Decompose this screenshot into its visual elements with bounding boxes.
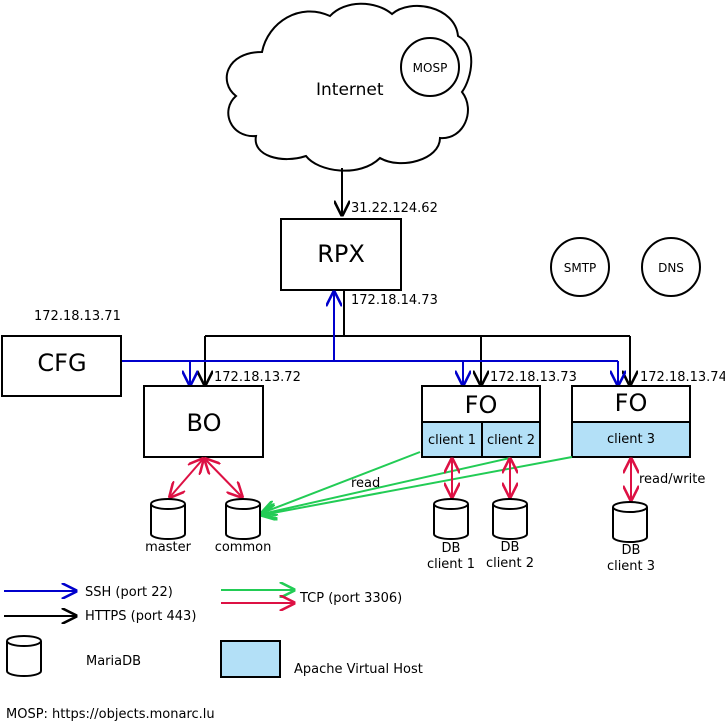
fo1-box bbox=[421, 385, 541, 423]
fo2-box bbox=[571, 385, 691, 423]
rpx-label: RPX bbox=[317, 240, 365, 268]
dns-label: DNS bbox=[658, 261, 684, 275]
db-client1-label-1: DB bbox=[442, 541, 461, 556]
bo-label: BO bbox=[187, 409, 222, 437]
internet-ip: 31.22.124.62 bbox=[351, 201, 438, 216]
client1-read-common bbox=[262, 451, 421, 513]
https-bus bbox=[205, 290, 630, 337]
fo2-vhost-client3-label: client 3 bbox=[607, 432, 655, 447]
db-client1 bbox=[433, 498, 469, 540]
smtp-node bbox=[550, 237, 610, 297]
client2-read-common bbox=[262, 457, 511, 514]
footer-mosp-url: MOSP: https://objects.monarc.lu bbox=[6, 707, 215, 722]
fo1-vhost-client2-label: client 2 bbox=[487, 433, 535, 448]
fo2-vhost-client3 bbox=[571, 421, 691, 458]
db-client2-label-2: client 2 bbox=[486, 556, 534, 571]
db-common-label: common bbox=[215, 540, 272, 555]
fo1-vhost-client2 bbox=[481, 421, 541, 458]
bo-box bbox=[143, 385, 264, 458]
bo-master-link bbox=[170, 459, 203, 497]
db-common bbox=[225, 498, 261, 540]
readwrite-label: read/write bbox=[639, 472, 705, 487]
db-client3-label-2: client 3 bbox=[607, 559, 655, 574]
db-master-label: master bbox=[145, 540, 191, 555]
rpx-box bbox=[280, 218, 402, 291]
legend-mariadb-icon bbox=[6, 635, 42, 677]
cfg-ip: 172.18.13.71 bbox=[34, 309, 121, 324]
legend-ssh-label: SSH (port 22) bbox=[85, 585, 173, 600]
cfg-box bbox=[1, 335, 122, 397]
client3-read-common bbox=[262, 456, 573, 515]
fo2-ip: 172.18.13.74 bbox=[640, 370, 725, 385]
db-client2-label-1: DB bbox=[501, 540, 520, 555]
fo2-label: FO bbox=[615, 389, 648, 417]
db-client3-label-1: DB bbox=[622, 543, 641, 558]
bo-ip: 172.18.13.72 bbox=[214, 370, 301, 385]
legend-tcp-label: TCP (port 3306) bbox=[299, 591, 402, 606]
legend-vhost-label: Apache Virtual Host bbox=[294, 662, 423, 677]
legend-vhost-swatch bbox=[220, 640, 281, 678]
legend-https-label: HTTPS (port 443) bbox=[85, 609, 196, 624]
fo1-ip: 172.18.13.73 bbox=[490, 370, 577, 385]
internet-label: Internet bbox=[316, 80, 384, 100]
bo-common-link bbox=[205, 459, 242, 497]
db-master bbox=[150, 498, 186, 540]
legend-mariadb-label: MariaDB bbox=[86, 654, 141, 669]
db-client3 bbox=[612, 501, 648, 543]
smtp-label: SMTP bbox=[564, 261, 597, 275]
db-client1-label-2: client 1 bbox=[427, 557, 475, 572]
db-client2 bbox=[492, 498, 528, 540]
mosp-node bbox=[400, 37, 460, 97]
fo1-label: FO bbox=[465, 391, 498, 419]
dns-node bbox=[641, 237, 701, 297]
read-label: read bbox=[351, 476, 380, 491]
cfg-label: CFG bbox=[37, 349, 86, 377]
fo1-vhost-client1-label: client 1 bbox=[428, 433, 476, 448]
mosp-label: MOSP bbox=[413, 61, 448, 75]
rpx-ip: 172.18.14.73 bbox=[351, 293, 438, 308]
